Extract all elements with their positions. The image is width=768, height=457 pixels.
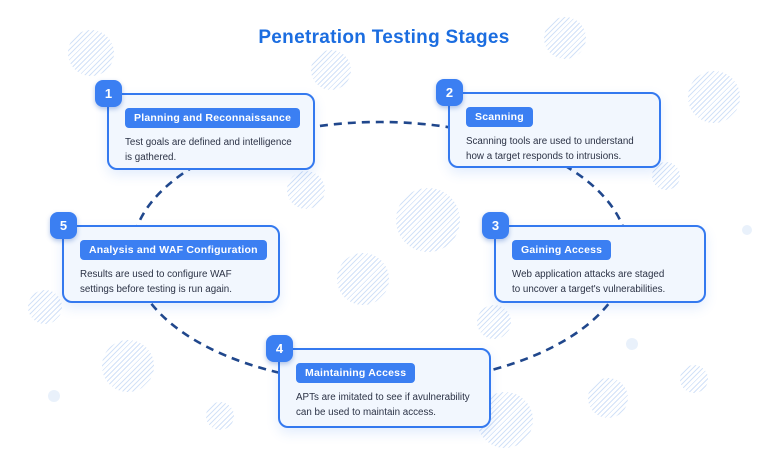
stage-description-line: Scanning tools are used to understand bbox=[466, 136, 634, 147]
stage-description-line: is gathered. bbox=[125, 152, 177, 163]
stage-number-badge: 2 bbox=[436, 79, 463, 106]
decorative-dot bbox=[742, 225, 752, 235]
decorative-dot bbox=[48, 390, 60, 402]
decorative-striped-circle bbox=[337, 253, 389, 305]
decorative-striped-circle bbox=[688, 71, 740, 123]
stage-number-badge: 3 bbox=[482, 212, 509, 239]
stage-description-line: settings before testing is run again. bbox=[80, 284, 232, 295]
stage-description: APTs are imitated to see if avulnerabili… bbox=[296, 390, 477, 420]
decorative-striped-circle bbox=[588, 378, 628, 418]
stage-description-line: to uncover a target's vulnerabilities. bbox=[512, 284, 666, 295]
stage-label: Scanning bbox=[466, 107, 533, 127]
stage-card-2: 2 Scanning Scanning tools are used to un… bbox=[436, 79, 661, 168]
stage-description-line: APTs are imitated to see if avulnerabili… bbox=[296, 392, 470, 403]
stage-description-line: how a target responds to intrusions. bbox=[466, 151, 622, 162]
stage-description-line: Test goals are defined and intelligence bbox=[125, 137, 292, 148]
decorative-striped-circle bbox=[680, 365, 708, 393]
stage-number-badge: 5 bbox=[50, 212, 77, 239]
decorative-striped-circle bbox=[396, 188, 460, 252]
stage-description: Test goals are defined and intelligence … bbox=[125, 135, 301, 165]
stage-card-5: 5 Analysis and WAF Configuration Results… bbox=[50, 212, 280, 303]
decorative-striped-circle bbox=[206, 402, 234, 430]
decorative-striped-circle bbox=[311, 50, 351, 90]
decorative-striped-circle bbox=[652, 162, 680, 190]
stage-number-badge: 1 bbox=[95, 80, 122, 107]
stage-description-line: can be used to maintain access. bbox=[296, 407, 436, 418]
stage-description: Web application attacks are staged to un… bbox=[512, 267, 692, 297]
stage-label: Analysis and WAF Configuration bbox=[80, 240, 267, 260]
stage-description-line: Web application attacks are staged bbox=[512, 269, 665, 280]
decorative-striped-circle bbox=[68, 30, 114, 76]
decorative-striped-circle bbox=[544, 17, 586, 59]
decorative-striped-circle bbox=[477, 305, 511, 339]
stage-label: Gaining Access bbox=[512, 240, 612, 260]
page-title: Penetration Testing Stages bbox=[258, 27, 510, 48]
stage-number-badge: 4 bbox=[266, 335, 293, 362]
decorative-striped-circle bbox=[28, 290, 62, 324]
decorative-striped-circle bbox=[287, 171, 325, 209]
stage-description-line: Results are used to configure WAF bbox=[80, 269, 232, 280]
decorative-striped-circle bbox=[102, 340, 154, 392]
stage-description: Scanning tools are used to understand ho… bbox=[466, 134, 647, 164]
stage-card-4: 4 Maintaining Access APTs are imitated t… bbox=[266, 335, 491, 428]
stage-card-1: 1 Planning and Reconnaissance Test goals… bbox=[95, 80, 315, 170]
decorative-dot bbox=[626, 338, 638, 350]
stage-description: Results are used to configure WAF settin… bbox=[80, 267, 266, 297]
stage-label: Planning and Reconnaissance bbox=[125, 108, 301, 128]
stage-label: Maintaining Access bbox=[296, 363, 416, 383]
stage-card-3: 3 Gaining Access Web application attacks… bbox=[482, 212, 706, 303]
